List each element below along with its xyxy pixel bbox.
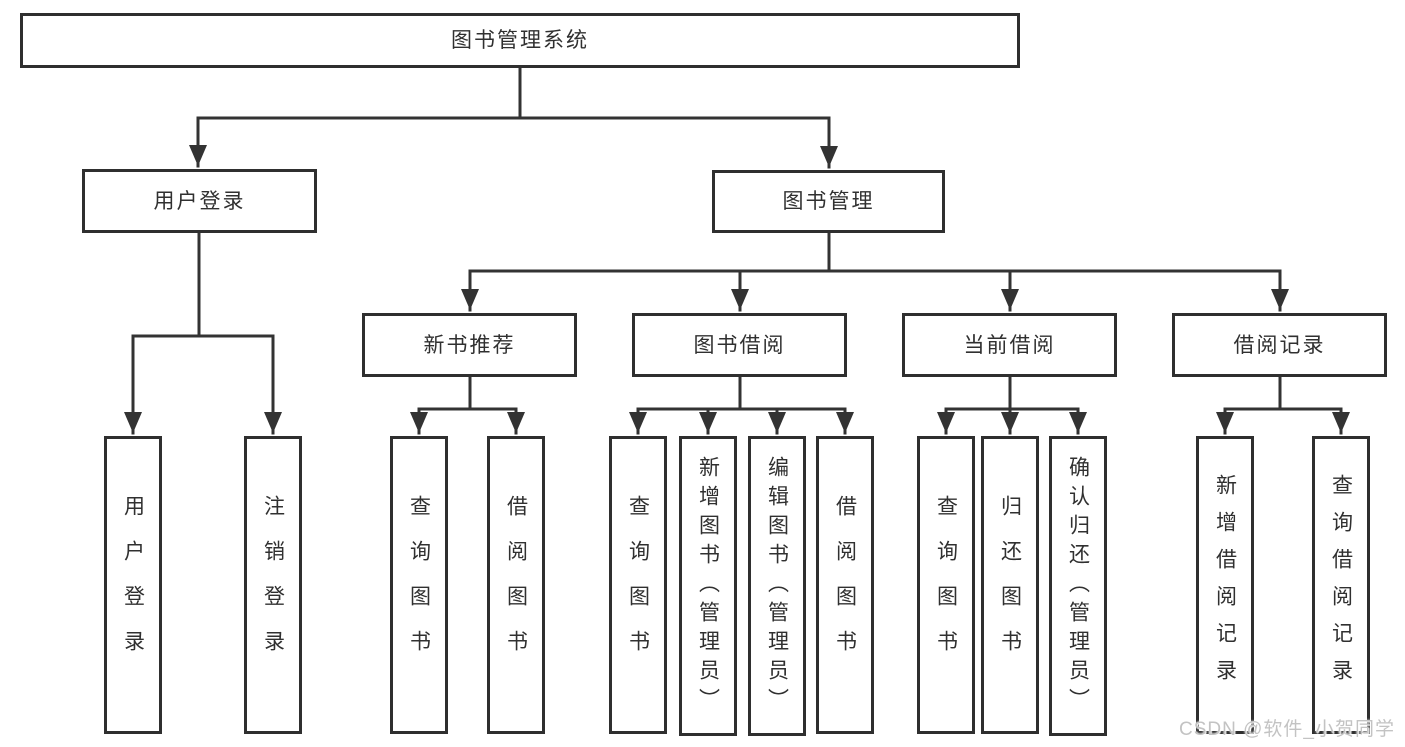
node-label-root: 图书管理系统 [451,29,589,52]
node-leaf-cb-query: 查询图书 [917,436,975,734]
node-label-borrow-records: 借阅记录 [1233,333,1326,357]
node-leaf-bb-query: 查询图书 [609,436,667,734]
node-label-leaf-br-query: 查询借阅记录 [1329,474,1353,696]
node-leaf-nb-query: 查询图书 [390,436,448,734]
node-label-leaf-user-login: 用户登录 [121,495,145,675]
node-label-leaf-cb-confirm: 确认归还（管理员） [1066,455,1090,717]
node-label-new-book-rec: 新书推荐 [423,333,516,357]
node-leaf-bb-borrow: 借阅图书 [816,436,874,734]
node-leaf-bb-edit: 编辑图书（管理员） [748,436,806,736]
node-label-leaf-bb-add: 新增图书（管理员） [696,455,720,717]
node-label-leaf-bb-edit: 编辑图书（管理员） [765,455,789,717]
node-label-leaf-logout: 注销登录 [261,495,285,675]
node-label-leaf-bb-borrow: 借阅图书 [833,495,857,675]
node-leaf-br-add: 新增借阅记录 [1196,436,1254,734]
node-label-current-borrow: 当前借阅 [963,333,1056,357]
node-leaf-nb-borrow: 借阅图书 [487,436,545,734]
node-leaf-br-query: 查询借阅记录 [1312,436,1370,734]
node-label-leaf-bb-query: 查询图书 [626,495,650,675]
node-root: 图书管理系统 [20,13,1020,68]
node-leaf-user-login: 用户登录 [104,436,162,734]
node-label-leaf-br-add: 新增借阅记录 [1213,474,1237,696]
node-label-book-borrow: 图书借阅 [693,333,786,357]
node-book-mgmt: 图书管理 [712,170,945,233]
node-leaf-logout: 注销登录 [244,436,302,734]
node-current-borrow: 当前借阅 [902,313,1117,377]
node-leaf-cb-return: 归还图书 [981,436,1039,734]
node-new-book-rec: 新书推荐 [362,313,577,377]
csdn-watermark: CSDN @软件_小贺同学 [1179,719,1395,740]
node-label-leaf-nb-borrow: 借阅图书 [504,495,528,675]
node-label-book-mgmt: 图书管理 [782,190,875,213]
node-user-login: 用户登录 [82,169,317,233]
node-label-leaf-cb-return: 归还图书 [998,495,1022,675]
node-label-leaf-cb-query: 查询图书 [934,495,958,675]
node-label-leaf-nb-query: 查询图书 [407,495,431,675]
node-leaf-cb-confirm: 确认归还（管理员） [1049,436,1107,736]
node-label-user-login: 用户登录 [153,189,246,213]
node-borrow-records: 借阅记录 [1172,313,1387,377]
node-leaf-bb-add: 新增图书（管理员） [679,436,737,736]
node-book-borrow: 图书借阅 [632,313,847,377]
